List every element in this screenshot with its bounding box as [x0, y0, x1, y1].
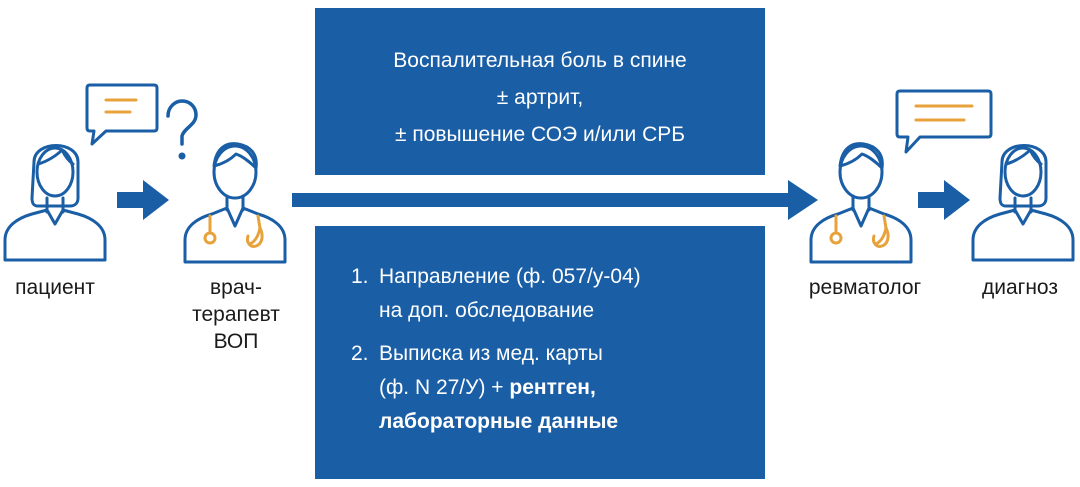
question-mark-icon	[166, 99, 198, 160]
documents-item-2: 2. Выписка из мед. карты (ф. N 27/У) + ре…	[351, 337, 618, 439]
label-gp-line3: ВОП	[213, 330, 259, 353]
doctor-icon	[183, 142, 287, 264]
patient-icon	[971, 144, 1075, 262]
item-number: 2.	[351, 342, 369, 365]
speech-bubble-icon	[85, 83, 159, 146]
arrow-right-icon	[918, 180, 970, 220]
symptoms-line-1: Воспалительная боль в спине	[393, 49, 687, 72]
item-text-bold: рентген,	[509, 376, 596, 399]
symptoms-line-3: ± повышение СОЭ и/или СРБ	[394, 123, 686, 146]
symptoms-box: Воспалительная боль в спине ± артрит, ± …	[315, 8, 765, 175]
item-text-bold: лабораторные данные	[379, 410, 619, 433]
documents-item-1: 1. Направление (ф. 057/у-04) на доп. обсл…	[351, 260, 641, 328]
documents-box: 1. Направление (ф. 057/у-04) на доп. обсл…	[315, 226, 765, 479]
arrow-right-icon	[117, 180, 169, 220]
speech-bubble-icon	[895, 89, 993, 154]
stethoscope-icon	[203, 214, 264, 248]
item-text: Направление (ф. 057/у-04)	[379, 265, 641, 288]
label-rheumatologist: ревматолог	[808, 276, 922, 299]
item-text: (ф. N 27/У) +	[379, 376, 510, 399]
label-gp: врач- терапевт ВОП	[176, 274, 296, 355]
patient-icon	[3, 144, 107, 262]
item-number: 1.	[351, 265, 369, 288]
symptoms-line-2: ± артрит,	[496, 86, 584, 109]
item-text: на доп. обследование	[379, 299, 595, 322]
label-gp-line1: врач-	[210, 276, 262, 299]
label-patient: пациент	[15, 276, 95, 299]
stethoscope-icon	[829, 214, 890, 248]
item-text: Выписка из мед. карты	[379, 342, 603, 365]
label-diagnosis: диагноз	[982, 276, 1058, 299]
arrow-right-icon	[292, 180, 818, 220]
doctor-icon	[809, 142, 913, 264]
label-gp-line2: терапевт	[192, 303, 280, 326]
